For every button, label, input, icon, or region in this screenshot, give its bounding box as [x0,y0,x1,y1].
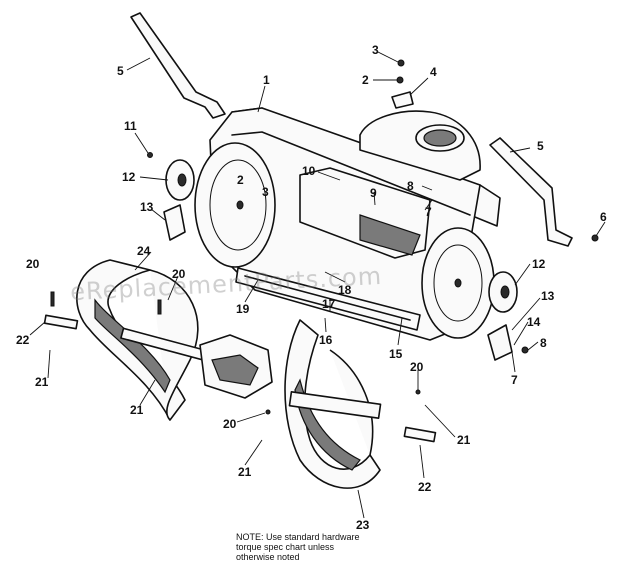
callout-9: 9 [370,186,377,200]
leader-lines [29,51,606,519]
right-auger [284,319,382,489]
callout-1: 1 [263,73,270,87]
callout-3: 3 [372,43,379,57]
callout-6: 6 [600,210,607,224]
callout-21: 21 [130,403,144,417]
callout-12: 12 [532,257,546,271]
callout-20: 20 [26,257,40,271]
callout-2: 2 [362,73,369,87]
auger-gearbox [199,334,273,399]
callout-21: 21 [238,465,252,479]
hardware-note: NOTE: Use standard hardware torque spec … [236,532,396,562]
scraper-bar [235,267,421,331]
callout-4: 4 [430,65,437,79]
callout-5: 5 [117,64,124,78]
callout-3: 3 [262,185,269,199]
left-bearing-flange [165,159,195,201]
note-line-2: torque spec chart unless [236,542,335,552]
callout-19: 19 [236,302,250,316]
callout-8: 8 [407,179,414,193]
left-auger [76,259,250,421]
note-line-1: NOTE: Use standard hardware [236,532,360,542]
callout-10: 10 [302,164,316,178]
callout-22: 22 [16,333,30,347]
callout-18: 18 [338,283,352,297]
note-line-3: otherwise noted [236,552,300,562]
callout-11: 11 [124,119,137,133]
right-brace-bar [489,137,573,247]
left-spacer [43,314,79,330]
callout-2: 2 [237,173,244,187]
callout-14: 14 [527,315,541,329]
callout-5: 5 [537,139,544,153]
right-bearing-plate [487,324,513,361]
callout-7: 7 [425,205,432,219]
left-brace-bar [130,12,226,119]
gear-case-assembly [299,167,431,259]
callout-20: 20 [172,267,186,281]
callout-17: 17 [322,297,336,311]
right-spacer [403,426,437,443]
left-side-plate [194,142,276,268]
callout-13: 13 [140,200,154,214]
callout-13: 13 [541,289,555,303]
callout-15: 15 [389,347,403,361]
callout-24: 24 [137,244,151,258]
callout-12: 12 [122,170,136,184]
right-bearing-flange [488,271,518,313]
callout-8: 8 [540,336,547,350]
callout-20: 20 [410,360,424,374]
callout-21: 21 [457,433,471,447]
callout-labels: 1 2 2 3 3 4 5 5 6 7 7 8 8 9 10 11 12 12 … [16,43,607,532]
callout-20: 20 [223,417,237,431]
callout-16: 16 [319,333,333,347]
callout-21: 21 [35,375,49,389]
chute-bracket [391,91,414,109]
callout-7: 7 [511,373,518,387]
callout-23: 23 [356,518,370,532]
callout-22: 22 [418,480,432,494]
left-bearing-plate [163,204,186,241]
